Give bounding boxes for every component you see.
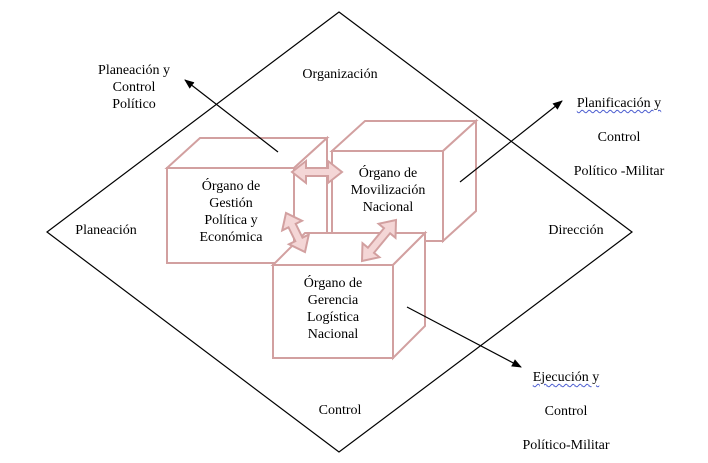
ejecucion-line3: Político-Militar (522, 438, 610, 453)
box-gestion-label: Órgano de Gestión Política y Económica (199, 179, 263, 245)
box-gerencia-front (272, 264, 394, 359)
outer-diamond (46, 11, 633, 453)
arrow-to-planificacion (459, 100, 563, 183)
output-planeacion-control-label: Planeación y Control Político (98, 63, 170, 112)
box-movilizacion-label: Órgano de Movilización Nacional (350, 166, 426, 215)
arrow-to-ejecucion (406, 306, 522, 368)
double-arrow-gestion-movilizacion (290, 158, 344, 186)
output-planificacion-label: Planificación y Control Político -Milita… (556, 78, 682, 180)
box-gerencia-label: Órgano de Gerencia Logística Nacional (303, 276, 363, 342)
box-gerencia (270, 230, 428, 361)
quadrant-label-bottom: Control (318, 403, 362, 418)
arrow-to-planeacion-control (184, 79, 279, 153)
planificacion-line2: Control (597, 130, 641, 145)
ejecucion-line2: Control (544, 404, 588, 419)
double-arrow-movilizacion-gerencia (360, 218, 398, 263)
box-movilizacion (329, 118, 479, 244)
output-ejecucion-label: Ejecución y Control Político-Militar (508, 352, 624, 454)
planificacion-line3: Político -Militar (573, 164, 665, 179)
planificacion-line1: Planificación y (576, 96, 662, 111)
quadrant-label-left: Planeación (75, 223, 137, 238)
block-arrows (280, 158, 398, 263)
double-arrow-gestion-gerencia (280, 211, 311, 254)
quadrant-label-right: Dirección (548, 223, 604, 238)
quadrant-label-top: Organización (302, 67, 378, 82)
ejecucion-line1: Ejecución y (532, 370, 600, 385)
box-gestion-front (166, 167, 295, 264)
